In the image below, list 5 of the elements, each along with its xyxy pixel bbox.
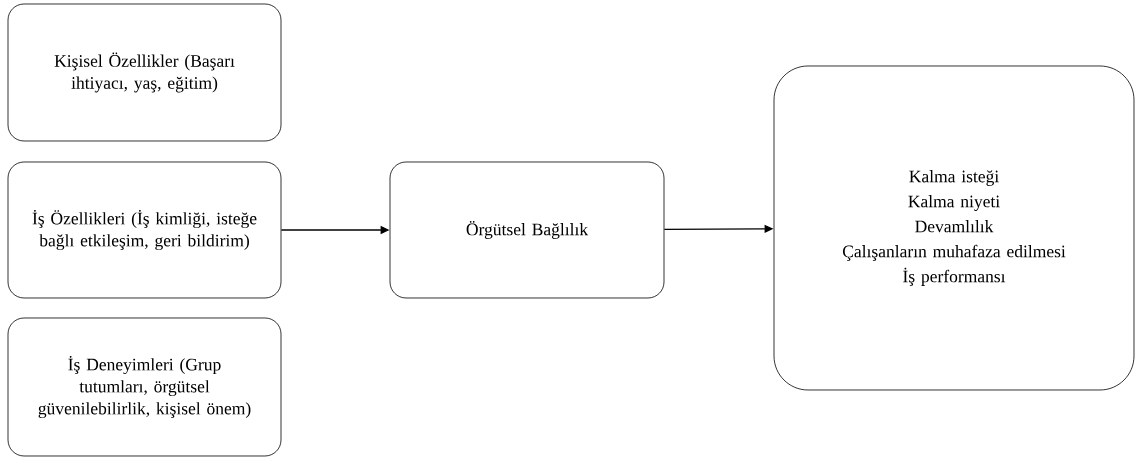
factor-box: Kişisel Özellikler (Başarı ihtiyacı, yaş, eğitim) bbox=[7, 3, 282, 142]
factor-box: Örgütsel Bağlılık bbox=[389, 161, 665, 299]
factor-box: İş Deneyimleri (Grup tutumları, örgütsel güvenilebilirlik, kişisel önem) bbox=[7, 317, 282, 457]
factor-box: İş Özellikleri (İş kimliği, isteğe bağlı etkileşim, geri bildirim) bbox=[7, 161, 282, 299]
outcome-box: Kalma isteği Kalma niyeti Devamlılık Çalışanların muhafaza edilmesi İş performansı bbox=[773, 65, 1135, 391]
